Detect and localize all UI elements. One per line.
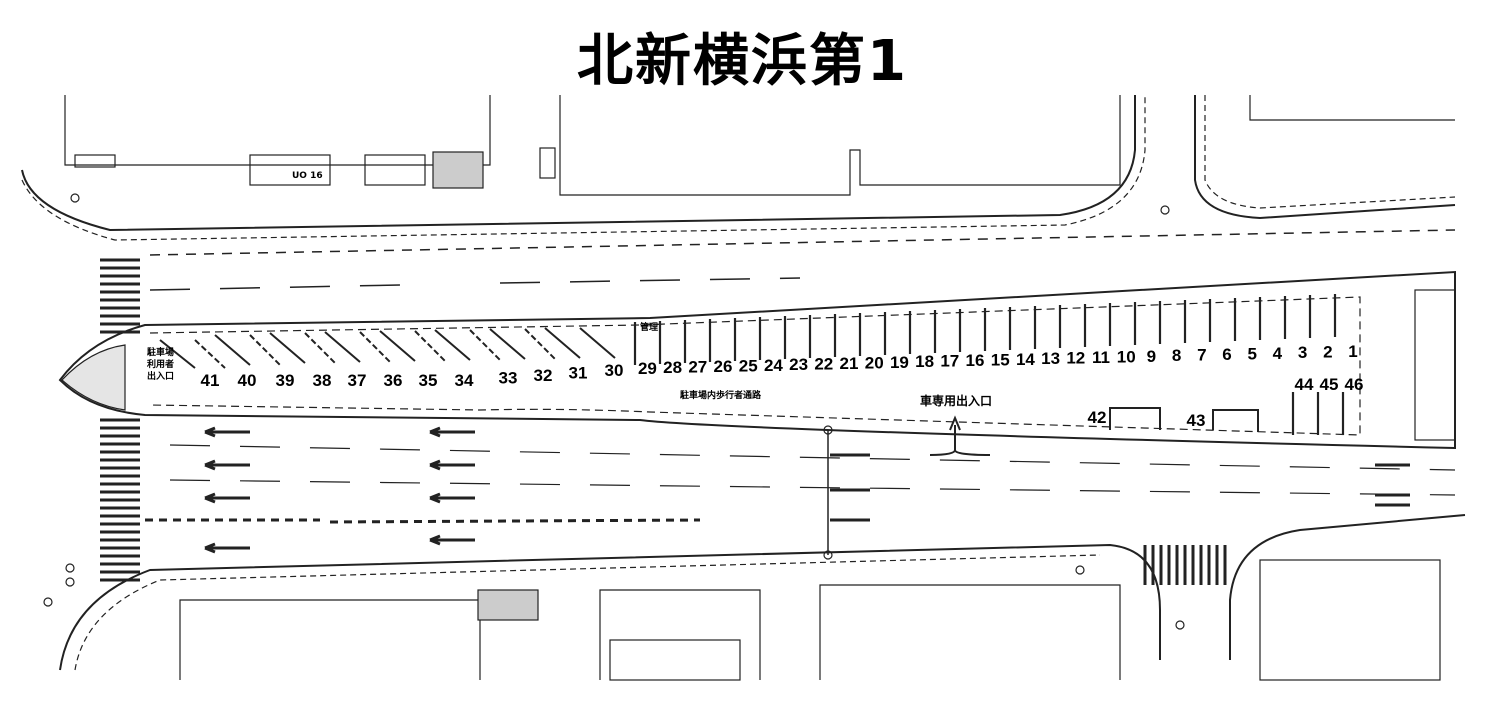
space-number-15: 15: [991, 350, 1010, 369]
bay-entrance-label: 出入口: [147, 370, 174, 382]
space-number-4: 4: [1273, 344, 1283, 363]
building-block: [1259, 559, 1441, 681]
space-number-26: 26: [714, 357, 733, 376]
space-number-13: 13: [1041, 349, 1060, 368]
space-number-7: 7: [1197, 346, 1206, 365]
chevron-strip: [145, 518, 701, 524]
building-block: [539, 147, 556, 179]
space-number-17: 17: [940, 352, 959, 371]
space-number-30: 30: [605, 361, 624, 380]
space-number-20: 20: [865, 353, 884, 372]
space-number-40: 40: [238, 371, 257, 390]
space-number-46: 46: [1345, 375, 1364, 394]
space-number-11: 11: [1092, 348, 1110, 367]
space-number-44: 44: [1295, 375, 1314, 394]
space-number-9: 9: [1147, 347, 1156, 366]
right-stalls: [1291, 392, 1345, 435]
bay-42-outline: [1109, 407, 1161, 430]
space-number-36: 36: [384, 371, 403, 390]
space-number-1: 1: [1348, 342, 1357, 361]
space-number-14: 14: [1016, 350, 1035, 369]
space-number-18: 18: [915, 352, 934, 371]
space-number-3: 3: [1298, 343, 1307, 362]
entrance-arrow: [929, 425, 991, 456]
bottom-curb: [59, 543, 1161, 671]
parking-island: [58, 270, 1456, 450]
space-number-33: 33: [499, 369, 518, 388]
pedestrian-path-label: 駐車場内歩行者通路: [680, 389, 762, 401]
vehicle-entrance-label: 車専用出入口: [920, 393, 992, 408]
top-curb: [21, 95, 1136, 232]
crosswalk-bottom: [1143, 545, 1227, 585]
space-number-34: 34: [455, 371, 474, 390]
space-number-6: 6: [1222, 345, 1231, 364]
parallel-stalls: [633, 294, 1337, 365]
space-number-24: 24: [764, 356, 783, 375]
building-block: [249, 154, 331, 186]
space-number-12: 12: [1066, 349, 1085, 368]
space-number-41: 41: [201, 371, 220, 390]
space-number-28: 28: [663, 358, 682, 377]
top-right-curb: [1194, 95, 1456, 220]
space-number-25: 25: [739, 356, 758, 375]
space-number-37: 37: [348, 371, 367, 390]
space-number-45: 45: [1320, 375, 1339, 394]
building-top-left: [64, 95, 491, 166]
hatched-area: [432, 151, 484, 189]
lane-arrows: [204, 426, 1410, 554]
space-number-39: 39: [276, 371, 295, 390]
space-number-10: 10: [1117, 347, 1136, 366]
bay-entrance-label: 利用者: [146, 358, 174, 370]
small-mark: 管理: [640, 321, 658, 333]
building-block: [74, 154, 116, 168]
building-block: [609, 639, 741, 681]
angled-stalls: [159, 327, 616, 369]
road-marking: UO 16: [292, 171, 323, 181]
hatched-area: [477, 589, 539, 621]
space-number-43: 43: [1187, 411, 1206, 430]
space-number-29: 29: [638, 359, 657, 378]
building-block: [364, 154, 426, 186]
space-number-32: 32: [534, 366, 553, 385]
island-hatch: [61, 344, 126, 411]
space-number-35: 35: [419, 371, 438, 390]
space-number-22: 22: [814, 355, 833, 374]
building-top-right: [1249, 95, 1455, 121]
map-title: 北新横浜第1: [577, 29, 908, 94]
space-number-8: 8: [1172, 346, 1181, 365]
space-numbers: 1234567891011121314151617181920212223242…: [201, 342, 1364, 430]
space-number-5: 5: [1247, 344, 1256, 363]
bay-entrance-label: 駐車場: [147, 346, 174, 358]
crosswalk-left: [100, 258, 140, 582]
space-number-42: 42: [1088, 408, 1107, 427]
building-bottom: [179, 584, 1121, 680]
space-number-2: 2: [1323, 343, 1332, 362]
space-number-38: 38: [313, 371, 332, 390]
space-number-21: 21: [840, 354, 859, 373]
space-number-19: 19: [890, 353, 909, 372]
building-top-mid: [559, 95, 1121, 196]
space-number-16: 16: [966, 351, 985, 370]
space-number-27: 27: [688, 358, 707, 377]
bay-43-outline: [1212, 409, 1259, 432]
space-number-31: 31: [569, 364, 588, 383]
building-right: [1414, 289, 1456, 441]
bottom-right-curb: [1229, 514, 1466, 660]
space-number-23: 23: [789, 355, 808, 374]
